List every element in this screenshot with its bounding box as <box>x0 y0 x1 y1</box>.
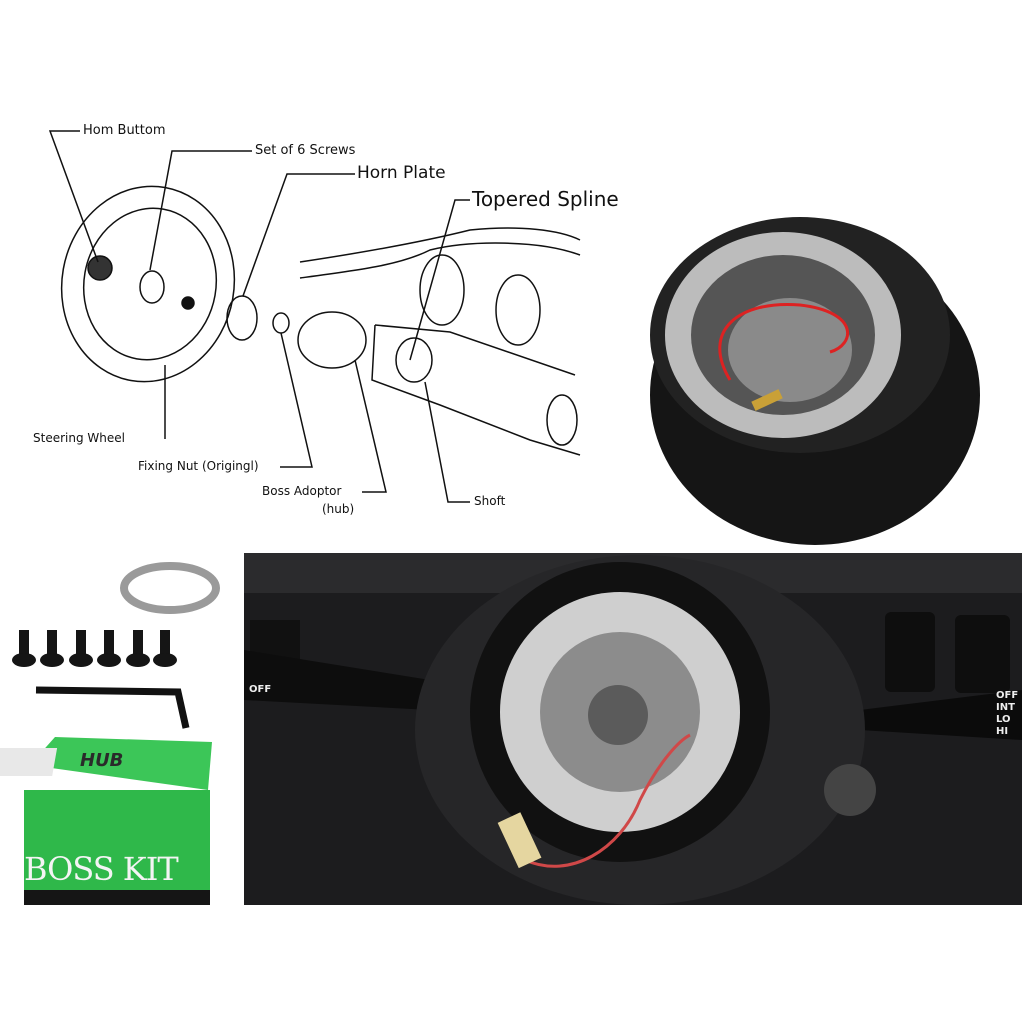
label-tapered-spline: Topered Spline <box>472 187 619 211</box>
boss-hub-photo <box>650 217 980 545</box>
wiper-off: OFF <box>996 690 1019 701</box>
boss-adaptor-part <box>297 311 367 369</box>
box-text: BOSS KIT <box>24 850 179 888</box>
label-shaft: Shoft <box>474 494 506 508</box>
wiper-int: INT <box>996 702 1015 713</box>
exploded-diagram <box>48 130 581 503</box>
kit-parts <box>0 562 220 905</box>
dashboard-outline <box>299 227 581 456</box>
fixing-nut-part <box>272 312 290 334</box>
box-top <box>30 737 212 790</box>
wiper-stalk-labels: OFF INT LO HI <box>996 690 1018 738</box>
box-logo: HUB <box>80 750 124 771</box>
horn-ring <box>120 562 220 614</box>
wiper-hi: HI <box>996 726 1009 737</box>
horn-plate-part <box>226 295 258 341</box>
horn-button-part <box>87 255 113 281</box>
label-boss-adaptor-sub: (hub) <box>322 502 355 516</box>
label-boss-adaptor: Boss Adoptor <box>262 484 342 498</box>
dashboard-photo <box>244 553 1022 905</box>
box-front <box>24 790 210 898</box>
steering-wheel-inner <box>82 207 218 361</box>
label-screws: Set of 6 Screws <box>255 143 356 158</box>
label-fixing-nut: Fixing Nut (Origingl) <box>138 459 259 473</box>
leader-lines <box>48 130 470 503</box>
screws <box>12 630 177 667</box>
wiper-lo: LO <box>996 714 1011 725</box>
hex-key <box>35 686 190 729</box>
label-horn-button: Hom Buttom <box>83 123 166 138</box>
label-steering-wheel: Steering Wheel <box>33 431 125 445</box>
light-stalk-off: OFF <box>249 684 272 695</box>
label-horn-plate: Horn Plate <box>357 163 446 183</box>
wheel-hub <box>139 270 165 304</box>
